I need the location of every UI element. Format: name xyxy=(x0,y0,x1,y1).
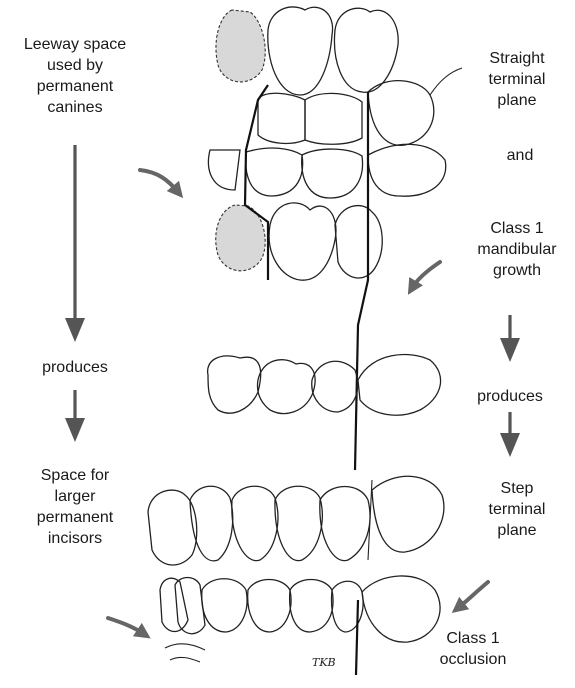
class1-occlusion-row xyxy=(160,576,440,675)
mixed-dentition-row xyxy=(208,355,441,416)
label-class1-occlusion: Class 1 occlusion xyxy=(418,628,528,670)
label-straight-terminal-plane: Straight terminal plane xyxy=(462,48,572,111)
upper-molars-row xyxy=(258,68,462,145)
label-produces-right: produces xyxy=(455,386,565,407)
label-step-terminal-plane: Step terminal plane xyxy=(462,478,572,541)
curved-arrow-growth xyxy=(412,262,440,288)
lower-primary-teeth-row xyxy=(216,203,382,280)
terminal-plane-line-right xyxy=(355,92,368,470)
artist-initials: TKB xyxy=(312,656,336,669)
arrow-head-right-2 xyxy=(500,433,520,457)
arrow-head-left-1 xyxy=(65,318,85,342)
label-leeway-space: Leeway space used by permanent canines xyxy=(5,34,145,118)
arrow-head-right-1 xyxy=(500,338,520,362)
arrow-head-left-2 xyxy=(65,418,85,442)
label-and: and xyxy=(480,145,560,166)
upper-primary-teeth-row xyxy=(216,7,398,95)
permanent-incisors-row xyxy=(148,476,444,565)
label-class1-mandibular-growth: Class 1 mandibular growth xyxy=(462,218,572,281)
curved-arrow-class1 xyxy=(458,582,488,608)
leeway-space-upper xyxy=(216,10,265,82)
label-space-for-incisors: Space for larger permanent incisors xyxy=(10,465,140,549)
curved-arrow-leeway xyxy=(140,170,178,192)
lower-molars-row xyxy=(208,144,445,198)
curved-arrow-incisors xyxy=(108,618,144,634)
label-produces-left: produces xyxy=(15,357,135,378)
